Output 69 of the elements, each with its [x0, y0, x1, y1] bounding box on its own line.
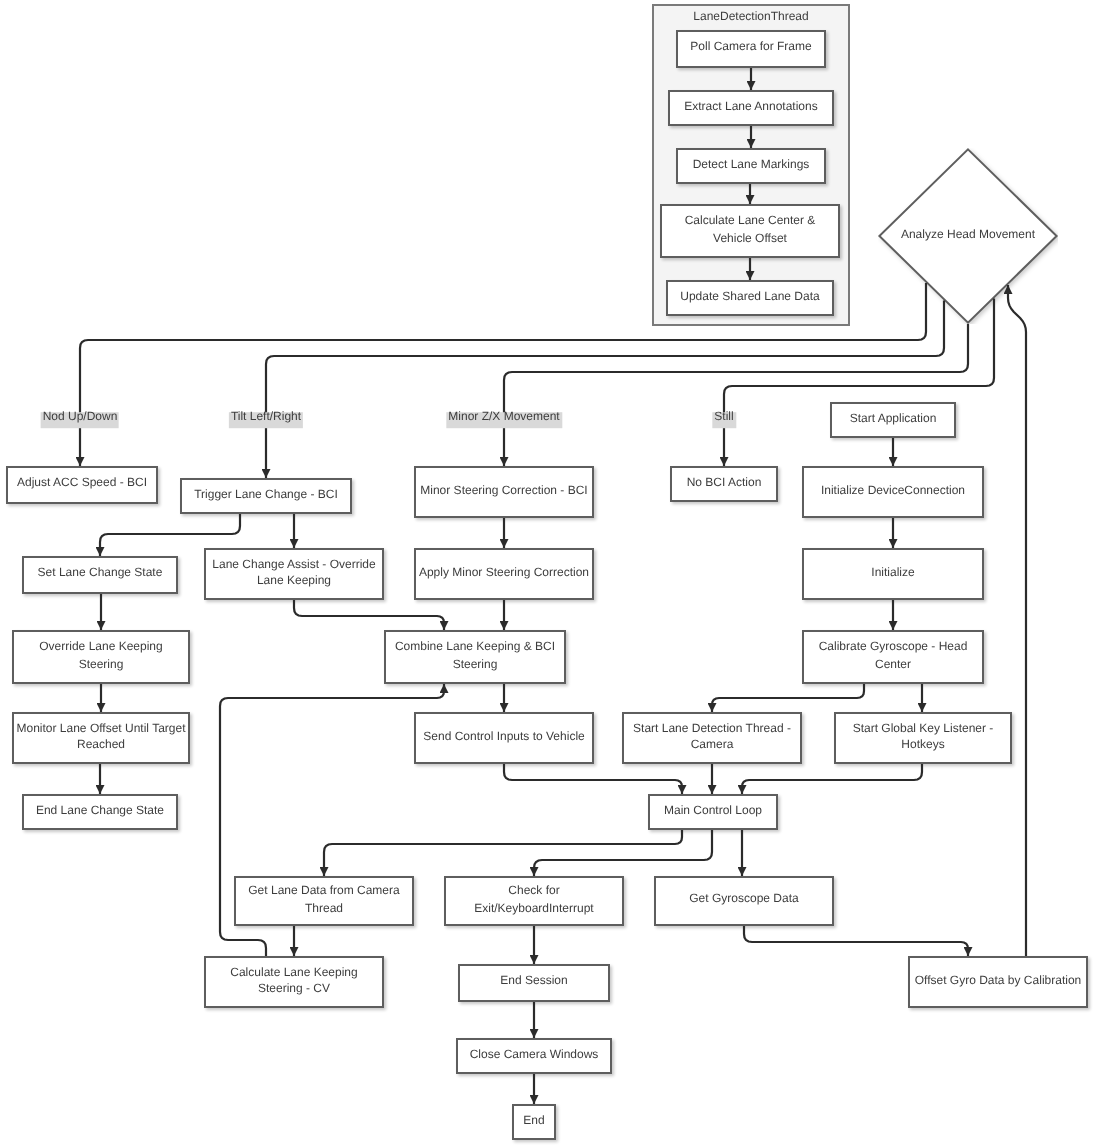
arrow: [719, 298, 996, 466]
process-box: [6, 466, 158, 504]
process-box: [204, 956, 384, 1008]
arrow: [888, 518, 898, 548]
arrow: [289, 926, 299, 956]
process-box: [204, 548, 384, 600]
arrow: [218, 684, 449, 956]
arrow: [707, 684, 866, 712]
arrow: [499, 518, 509, 548]
arrow: [292, 600, 449, 630]
process-box: [830, 402, 956, 438]
arrow: [499, 324, 970, 466]
process-box: [676, 148, 826, 184]
arrow: [529, 1074, 539, 1104]
arrow: [746, 126, 756, 148]
decision-diamond: [878, 148, 1058, 324]
arrow: [707, 764, 717, 794]
process-box: [802, 548, 984, 600]
arrow: [529, 830, 714, 876]
arrow: [502, 764, 687, 794]
process-box: [414, 712, 594, 764]
process-box: [802, 466, 984, 518]
process-box: [22, 556, 178, 594]
arrow: [261, 300, 946, 478]
process-box: [458, 964, 610, 1002]
arrow: [888, 600, 898, 630]
process-box: [22, 794, 178, 830]
process-box: [414, 466, 594, 518]
process-box: [670, 466, 778, 502]
arrow: [1003, 284, 1028, 956]
process-box: [622, 712, 802, 764]
arrow: [745, 258, 755, 280]
process-box: [384, 630, 566, 684]
process-box: [654, 876, 834, 926]
arrow: [917, 684, 927, 712]
arrow: [499, 684, 509, 712]
arrow: [75, 282, 928, 466]
arrow: [96, 594, 106, 630]
arrow: [96, 684, 106, 712]
process-box: [414, 548, 594, 600]
thread-group-panel: [652, 4, 850, 326]
process-box: [802, 630, 984, 684]
arrow: [95, 514, 242, 556]
arrow: [742, 926, 973, 956]
arrow: [746, 68, 756, 90]
process-box: [666, 280, 834, 316]
process-box: [180, 478, 352, 514]
arrow: [737, 764, 924, 794]
arrow: [888, 438, 898, 466]
process-box: [512, 1104, 556, 1140]
process-box: [12, 630, 190, 684]
process-box: [834, 712, 1012, 764]
process-box: [456, 1038, 612, 1074]
arrow: [95, 764, 105, 794]
arrow: [529, 1002, 539, 1038]
process-box: [908, 956, 1088, 1008]
arrow: [737, 830, 747, 876]
arrow: [529, 926, 539, 964]
process-box: [12, 712, 190, 764]
process-box: [648, 794, 778, 830]
process-box: [668, 90, 834, 126]
process-box: [660, 204, 840, 258]
process-box: [676, 30, 826, 68]
arrow: [289, 514, 299, 548]
process-box: [234, 876, 414, 926]
arrow: [319, 830, 684, 876]
arrow: [499, 600, 509, 630]
process-box: [444, 876, 624, 926]
arrow: [745, 184, 755, 204]
